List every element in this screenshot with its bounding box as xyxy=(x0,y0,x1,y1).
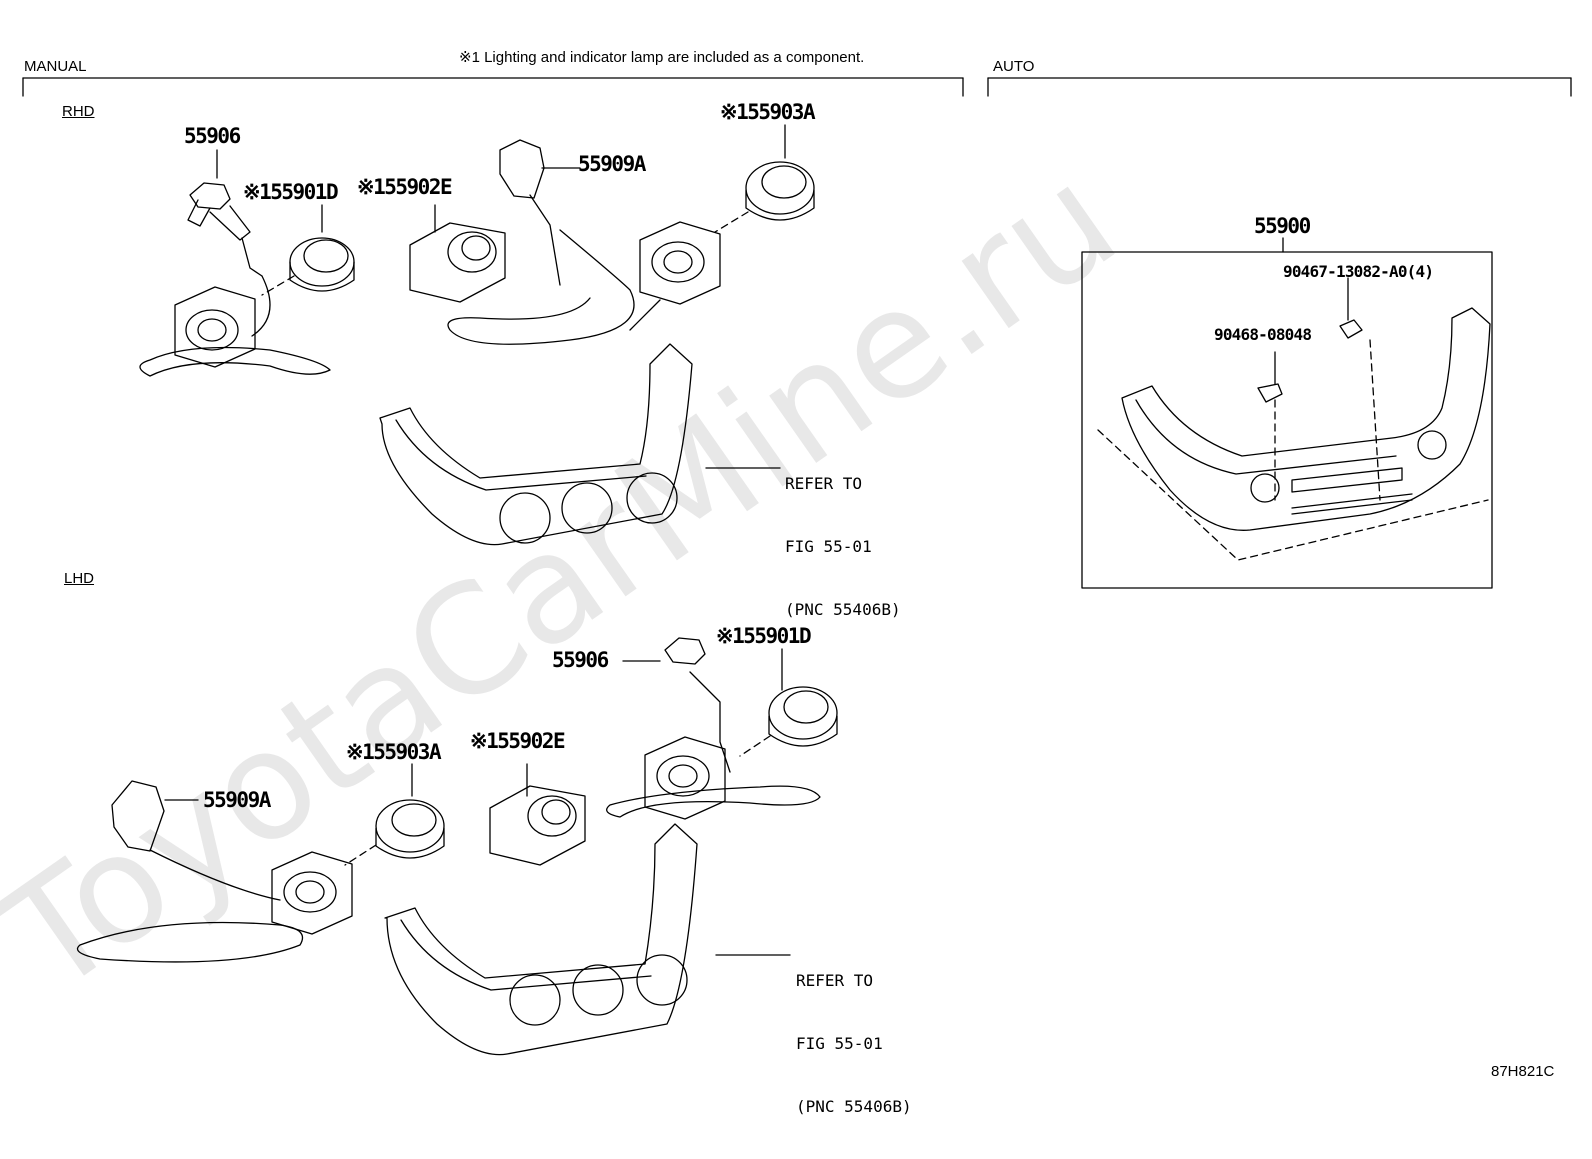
auto-bracket xyxy=(987,77,1572,97)
rhd-label-55909a: 55909A xyxy=(578,152,646,176)
rhd-55901d-knob xyxy=(261,204,355,296)
section-lhd-label: LHD xyxy=(64,570,95,587)
lhd-left-control-unit xyxy=(76,851,353,963)
lhd-55902e-switch xyxy=(489,763,586,866)
rhd-label-55903a: ※155903A xyxy=(720,100,816,124)
rhd-label-55902e: ※155902E xyxy=(357,175,453,199)
auto-label-55900: 55900 xyxy=(1254,214,1311,238)
rhd-right-control-unit xyxy=(629,221,721,331)
rhd-55909a-socket xyxy=(447,139,635,345)
rhd-refer-line-3: (PNC 55406B) xyxy=(785,600,901,619)
auto-screw-part xyxy=(1339,277,1363,339)
section-rhd-label: RHD xyxy=(62,103,95,120)
lhd-bezel xyxy=(384,823,791,1056)
figure-code: 87H821C xyxy=(1491,1063,1555,1080)
rhd-55902e-switch xyxy=(409,204,506,303)
lhd-55909a-socket xyxy=(111,780,281,901)
rhd-55903a-knob xyxy=(714,124,815,233)
auto-clip-part xyxy=(1257,351,1283,403)
lhd-refer-line-2: FIG 55-01 xyxy=(796,1034,883,1053)
manual-bracket xyxy=(22,77,964,97)
auto-label-screw: 90467-13082-A0(4) xyxy=(1283,262,1434,281)
section-manual-label: MANUAL xyxy=(24,58,87,75)
lhd-right-control-unit xyxy=(606,736,821,820)
rhd-bezel xyxy=(379,343,781,546)
lhd-label-55909a: 55909A xyxy=(203,788,271,812)
lhd-label-55906: 55906 xyxy=(552,648,609,672)
lhd-refer-line-3: (PNC 55406B) xyxy=(796,1097,912,1116)
lhd-refer-note: REFER TO FIG 55-01 (PNC 55406B) xyxy=(796,928,912,1159)
auto-control-panel xyxy=(1121,307,1491,531)
section-auto-label: AUTO xyxy=(993,58,1035,75)
lhd-55906-socket xyxy=(622,637,731,773)
lhd-55903a-knob xyxy=(344,763,445,866)
lhd-refer-line-1: REFER TO xyxy=(796,971,874,990)
auto-label-clip: 90468-08048 xyxy=(1214,325,1312,344)
auto-dashed-guides xyxy=(1097,339,1489,561)
rhd-label-55901d: ※155901D xyxy=(243,180,339,204)
rhd-left-control-unit xyxy=(139,286,331,377)
rhd-refer-line-1: REFER TO xyxy=(785,474,863,493)
lhd-label-55903a: ※155903A xyxy=(346,740,442,764)
lhd-55901d-knob xyxy=(739,648,838,757)
component-note: ※1 Lighting and indicator lamp are inclu… xyxy=(459,49,865,66)
rhd-55906-socket xyxy=(187,149,271,337)
auto-55900-frame xyxy=(1081,237,1493,589)
diagram-artwork xyxy=(22,77,1572,1056)
rhd-label-55906: 55906 xyxy=(184,124,241,148)
parts-diagram: ToyotaCarMine.ru xyxy=(0,49,1572,1116)
rhd-refer-note: REFER TO FIG 55-01 (PNC 55406B) xyxy=(785,431,901,662)
lhd-label-55902e: ※155902E xyxy=(470,729,566,753)
rhd-refer-line-2: FIG 55-01 xyxy=(785,537,872,556)
lhd-label-55901d: ※155901D xyxy=(716,624,812,648)
